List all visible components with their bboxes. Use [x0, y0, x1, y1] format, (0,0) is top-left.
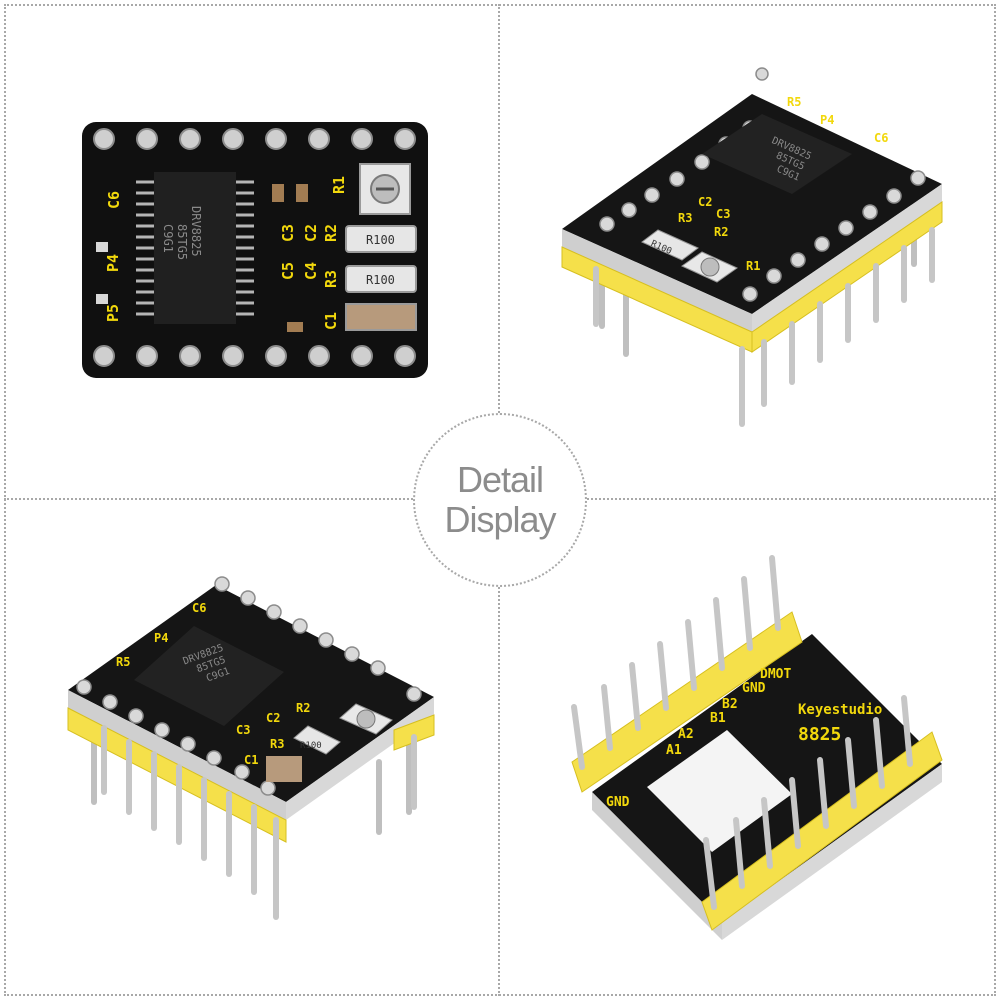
svg-text:R3: R3 — [322, 270, 340, 288]
svg-text:C2: C2 — [266, 711, 280, 725]
svg-text:C6: C6 — [105, 191, 123, 209]
svg-text:R3: R3 — [270, 737, 284, 751]
svg-text:C3: C3 — [716, 207, 730, 221]
header-pins — [571, 555, 913, 910]
driver-board-angled-front: DRV8825 85TG5 C9G1 R5 P4 C6 C2 C3 R3 R2 … — [561, 67, 943, 427]
silkscreen-labels: R5 P4 C6 C2 C3 R3 R2 R1 — [678, 95, 888, 273]
potentiometer — [339, 703, 393, 735]
svg-text:C1: C1 — [322, 312, 340, 330]
svg-text:C5: C5 — [279, 262, 297, 280]
svg-text:C6: C6 — [874, 131, 888, 145]
driver-board-angled-left: DRV8825 85TG5 C9G1 R5 P4 C6 C3 C2 R2 R3 … — [67, 576, 435, 920]
driver-board-top-view: DRV8825 85TG5 C9G1 C6 P4 P5 C3 C2 C5 C4 … — [82, 122, 428, 378]
svg-text:8825: 8825 — [798, 724, 841, 745]
driver-chip — [134, 626, 284, 726]
svg-text:R2: R2 — [322, 224, 340, 242]
svg-text:Keyestudio: Keyestudio — [798, 702, 882, 718]
svg-text:R2: R2 — [714, 225, 728, 239]
svg-text:R5: R5 — [116, 655, 130, 669]
svg-text:B1: B1 — [710, 711, 726, 726]
potentiometer — [359, 163, 411, 215]
svg-text:DMOT: DMOT — [760, 667, 791, 682]
chip-marking-line2: 85TG5 — [175, 224, 189, 260]
svg-text:B2: B2 — [722, 697, 738, 712]
header-pins-front — [101, 725, 417, 920]
photo-angled-left: DRV8825 85TG5 C9G1 R5 P4 C6 C3 C2 R2 R3 … — [4, 502, 498, 996]
pcb — [562, 94, 942, 314]
frame-border-left — [4, 4, 6, 996]
thermal-pad — [647, 730, 792, 852]
driver-chip — [702, 114, 852, 194]
chip-marking-line3: C9G1 — [161, 224, 175, 253]
svg-text:GND: GND — [606, 795, 630, 810]
photo-bottom-view: DMOT GND B2 B1 A2 A1 GND Keyestudio 8825 — [502, 502, 996, 996]
frame-border-bottom — [4, 994, 996, 996]
svg-text:C6: C6 — [192, 601, 206, 615]
silkscreen-labels: R5 P4 C6 C3 C2 R2 R3 C1 — [116, 601, 310, 767]
svg-text:A2: A2 — [678, 727, 694, 742]
svg-text:A1: A1 — [666, 743, 682, 758]
driver-board-bottom-view: DMOT GND B2 B1 A2 A1 GND Keyestudio 8825 — [571, 555, 943, 940]
svg-text:R1: R1 — [746, 259, 760, 273]
pin-pads-top-row — [93, 128, 416, 150]
svg-text:GND: GND — [742, 681, 766, 696]
svg-text:C3: C3 — [279, 224, 297, 242]
potentiometer — [680, 251, 739, 283]
svg-text:R3: R3 — [678, 211, 692, 225]
svg-text:C3: C3 — [236, 723, 250, 737]
silkscreen-labels: C6 P4 P5 C3 C2 C5 C4 R2 R3 R1 C1 J1 — [96, 176, 348, 330]
svg-text:C2: C2 — [302, 224, 320, 242]
svg-text:P5: P5 — [104, 304, 122, 322]
silkscreen-labels: DMOT GND B2 B1 A2 A1 GND Keyestudio 8825 — [606, 667, 882, 810]
svg-text:C1: C1 — [244, 753, 258, 767]
pin-tips — [599, 67, 926, 302]
svg-text:P4: P4 — [104, 254, 122, 272]
resistor-marking: R100 — [366, 273, 395, 287]
pin-tips — [76, 576, 422, 796]
svg-text:R5: R5 — [787, 95, 801, 109]
yellow-headers — [561, 201, 943, 353]
svg-text:P4: P4 — [154, 631, 168, 645]
frame-border-top — [4, 4, 996, 6]
driver-chip — [154, 172, 236, 324]
resistor-marking: R100 — [366, 233, 395, 247]
badge-line-1: Detail — [456, 458, 544, 500]
svg-text:P4: P4 — [820, 113, 834, 127]
photo-angled-front: DRV8825 85TG5 C9G1 R5 P4 C6 C2 C3 R3 R2 … — [502, 4, 996, 498]
photo-top-view: DRV8825 85TG5 C9G1 C6 P4 P5 C3 C2 C5 C4 … — [4, 4, 498, 498]
sense-resistor: R100 — [266, 725, 341, 782]
svg-text:C4: C4 — [302, 262, 320, 280]
pin-pads-bottom-row — [93, 345, 416, 367]
frame-border-right — [994, 4, 996, 996]
chip-marking-line1: DRV8825 — [189, 206, 203, 257]
sense-resistors — [345, 225, 417, 331]
svg-text:R1: R1 — [330, 176, 348, 194]
header-pins-front — [593, 227, 935, 427]
small-components — [96, 184, 308, 332]
svg-text:R2: R2 — [296, 701, 310, 715]
chip-leads — [136, 180, 254, 316]
svg-text:R100: R100 — [300, 741, 322, 751]
detail-display-badge: Detail Display — [413, 413, 587, 587]
badge-line-2: Display — [444, 499, 556, 540]
svg-text:C2: C2 — [698, 195, 712, 209]
